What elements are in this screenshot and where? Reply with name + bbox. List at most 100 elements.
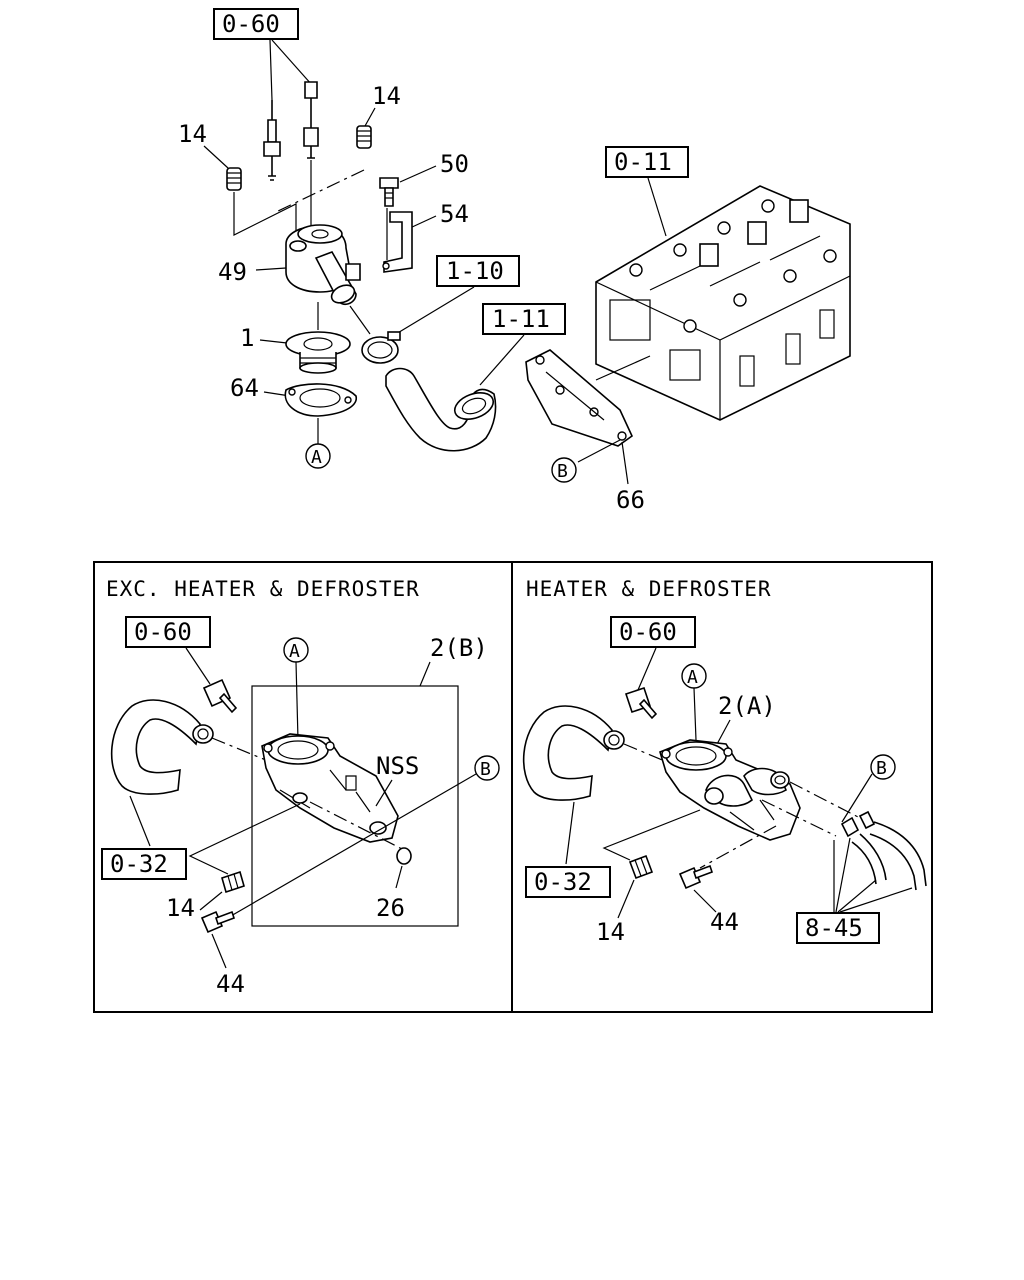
ref-0-60-right: 0-60	[619, 618, 677, 646]
heater-pipes	[840, 810, 927, 891]
sender-unit-right	[303, 81, 319, 159]
assy-dash-26	[309, 801, 405, 851]
leader-14-right	[364, 107, 376, 127]
leader-2b	[419, 661, 431, 687]
ref-box-0-60-right	[610, 616, 696, 648]
ref-box-0-32-left	[101, 848, 187, 880]
marker-b-left-circle	[474, 755, 500, 781]
marker-a-left: A	[289, 641, 300, 662]
leader-0-32-left	[129, 795, 151, 847]
marker-a-top-circle	[305, 443, 331, 469]
leader-8-45-d	[839, 887, 913, 913]
leader-0-11	[647, 177, 667, 237]
leader-b-top	[577, 439, 621, 463]
ref-0-32-left: 0-32	[110, 850, 168, 878]
assy-line-66	[595, 355, 651, 381]
label-14-right-panel: 14	[596, 918, 625, 946]
ref-box-8-45	[796, 912, 880, 944]
label-26: 26	[376, 894, 405, 922]
assy-dash-44-right	[699, 825, 777, 869]
label-64: 64	[230, 374, 259, 402]
ref-box-1-10	[436, 255, 520, 287]
bracket-54	[382, 211, 413, 273]
thermostat-housing-49	[285, 224, 361, 306]
marker-b-top: B	[557, 461, 568, 482]
water-hose	[385, 367, 497, 452]
label-50: 50	[440, 150, 469, 178]
label-49: 49	[218, 258, 247, 286]
ref-box-0-32-right	[525, 866, 611, 898]
label-2b: 2(B)	[430, 634, 488, 662]
thermostat-housing-2a	[659, 739, 801, 841]
panel-left-title: EXC. HEATER & DEFROSTER	[106, 577, 420, 601]
assy-dash-pipe-1	[789, 781, 861, 819]
ref-box-0-60-top	[213, 8, 299, 40]
leader-0-60-b	[271, 39, 313, 86]
plug-14-left	[226, 167, 242, 191]
bypass-hose-right	[522, 705, 625, 801]
marker-b-left: B	[480, 759, 491, 780]
leader-14-left	[203, 145, 229, 169]
plug-14-left-panel	[221, 870, 245, 894]
ref-box-1-11	[482, 303, 566, 335]
sender-unit-right-panel	[624, 686, 658, 720]
leader-b-left	[223, 773, 477, 921]
leader-44-right	[693, 889, 717, 913]
ref-1-11: 1-11	[492, 305, 550, 333]
label-1: 1	[240, 324, 254, 352]
ref-8-45: 8-45	[805, 914, 863, 942]
bypass-hose-left	[110, 699, 214, 795]
leader-0-60-left	[185, 647, 211, 685]
leader-0-60-right	[637, 647, 657, 691]
marker-a-top: A	[311, 447, 322, 468]
leader-0-32-right	[565, 801, 575, 865]
leader-26	[395, 865, 403, 889]
ref-box-0-11	[605, 146, 689, 178]
hose-clamp	[361, 331, 401, 364]
bolt-44-left	[200, 910, 236, 934]
ref-0-32-right: 0-32	[534, 868, 592, 896]
leader-a-left	[295, 661, 299, 741]
ref-0-60-left: 0-60	[134, 618, 192, 646]
leader-54	[409, 215, 437, 229]
marker-b-top-circle	[551, 457, 577, 483]
gasket-66	[525, 349, 634, 447]
assy-dash-pipe-2	[761, 799, 837, 837]
top-assembly: 0-60 14 14	[178, 8, 851, 514]
label-14-left: 14	[178, 120, 207, 148]
leader-nss	[375, 779, 393, 807]
thermostat-1	[285, 331, 351, 374]
sender-unit-left	[263, 100, 281, 181]
ref-box-0-60-left	[125, 616, 211, 648]
leader-1-11	[479, 334, 525, 386]
marker-b-right: B	[876, 758, 887, 779]
panel-right-title: HEATER & DEFROSTER	[526, 577, 772, 601]
label-14-left-panel: 14	[166, 894, 195, 922]
label-44-right: 44	[710, 908, 739, 936]
leader-14-right-panel	[617, 879, 635, 919]
ref-0-60-top: 0-60	[222, 10, 280, 38]
assy-line-14-left	[188, 803, 301, 875]
leader-44-left	[211, 933, 227, 969]
leader-14-left-panel	[199, 891, 223, 911]
bolt-44-right	[678, 864, 714, 890]
leader-66	[621, 441, 629, 485]
leader-8-45-b	[835, 837, 851, 913]
leader-49	[255, 267, 287, 271]
leader-2a	[715, 719, 731, 747]
ref-1-10: 1-10	[446, 257, 504, 285]
leader-b-right	[841, 773, 873, 823]
assy-line-left	[233, 192, 297, 240]
assy-line-hose	[349, 305, 371, 335]
label-14-right: 14	[372, 82, 401, 110]
leader-0-60-a	[269, 39, 273, 101]
panel-exc-heater: EXC. HEATER & DEFROSTER 0-60 0-32 2(B) A	[101, 577, 500, 998]
assy-dash-top	[275, 169, 365, 213]
nss-box	[251, 685, 459, 927]
plug-26	[396, 847, 412, 865]
thermostat-housing-2b	[261, 733, 399, 843]
sender-unit-left-panel	[202, 678, 238, 714]
label-44-left: 44	[216, 970, 245, 998]
label-2a: 2(A)	[718, 692, 776, 720]
label-66: 66	[616, 486, 645, 514]
